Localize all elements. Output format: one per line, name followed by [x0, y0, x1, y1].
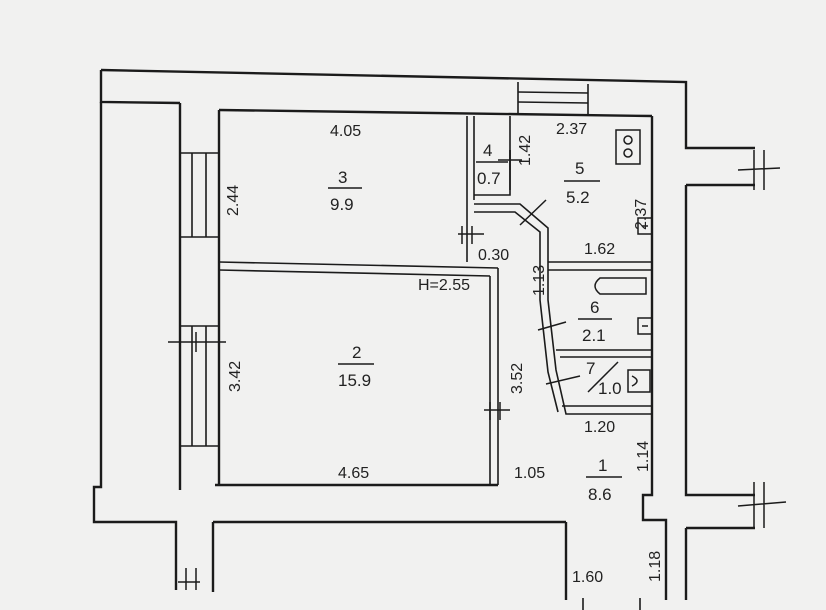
room-6-area: 2.1: [582, 326, 606, 345]
room-5-number: 5: [575, 159, 584, 178]
dim-room4-depth: 1.42: [517, 135, 534, 166]
room-5-area: 5.2: [566, 188, 590, 207]
dim-room2-width: 4.65: [338, 465, 369, 482]
dim-room2-depth: 3.42: [227, 361, 244, 392]
dim-corridor: 1.13: [531, 265, 548, 296]
toilet-icon: [627, 369, 651, 393]
room-7-area: 1.0: [598, 379, 622, 398]
tick-marks: [168, 150, 787, 590]
dim-room3-depth: 2.44: [225, 185, 242, 216]
dim-partition: 0.30: [478, 247, 509, 264]
fixtures: [594, 129, 653, 393]
room-3-number: 3: [338, 168, 347, 187]
dim-entry-depth: 1.18: [647, 551, 664, 582]
window-bottom: [582, 598, 641, 610]
window-room2: [180, 325, 219, 447]
room-2-number: 2: [352, 343, 361, 362]
dim-hall-gap: 1.05: [514, 465, 545, 482]
room-1-area: 8.6: [588, 485, 612, 504]
washbasin-icon: [637, 317, 653, 335]
exterior-walls: [92, 68, 755, 600]
dim-room5-width-bottom: 1.62: [584, 241, 615, 258]
room-7-number: 7: [586, 359, 595, 378]
room-2-area: 15.9: [338, 371, 371, 390]
sink-icon: [637, 217, 653, 235]
room-4-number: 4: [483, 141, 492, 160]
room-6-number: 6: [590, 298, 599, 317]
room-1-number: 1: [598, 456, 607, 475]
window-top: [517, 82, 589, 116]
windows: [180, 82, 641, 610]
interior-partitions: [218, 116, 652, 485]
dim-room5-width-top: 2.37: [556, 121, 587, 138]
stove-icon: [615, 129, 641, 165]
dim-hall-depth-right: 1.14: [635, 441, 652, 472]
dim-hall-depth: 3.52: [509, 363, 526, 394]
dim-entry-width: 1.60: [572, 569, 603, 586]
room-3-area: 9.9: [330, 195, 354, 214]
window-room3: [180, 152, 219, 238]
room-4-area: 0.7: [477, 169, 501, 188]
dim-bath-width: 1.20: [584, 419, 615, 436]
height-label: H=2.55: [418, 277, 470, 294]
dim-room3-width: 4.05: [330, 123, 361, 140]
labels: H=2.55 3 9.9 2 15.9 4 0.7 5 5.2 6 2.1 7 …: [225, 121, 664, 586]
dim-room5-depth: 2.37: [633, 199, 650, 230]
bathtub-icon: [594, 277, 647, 295]
